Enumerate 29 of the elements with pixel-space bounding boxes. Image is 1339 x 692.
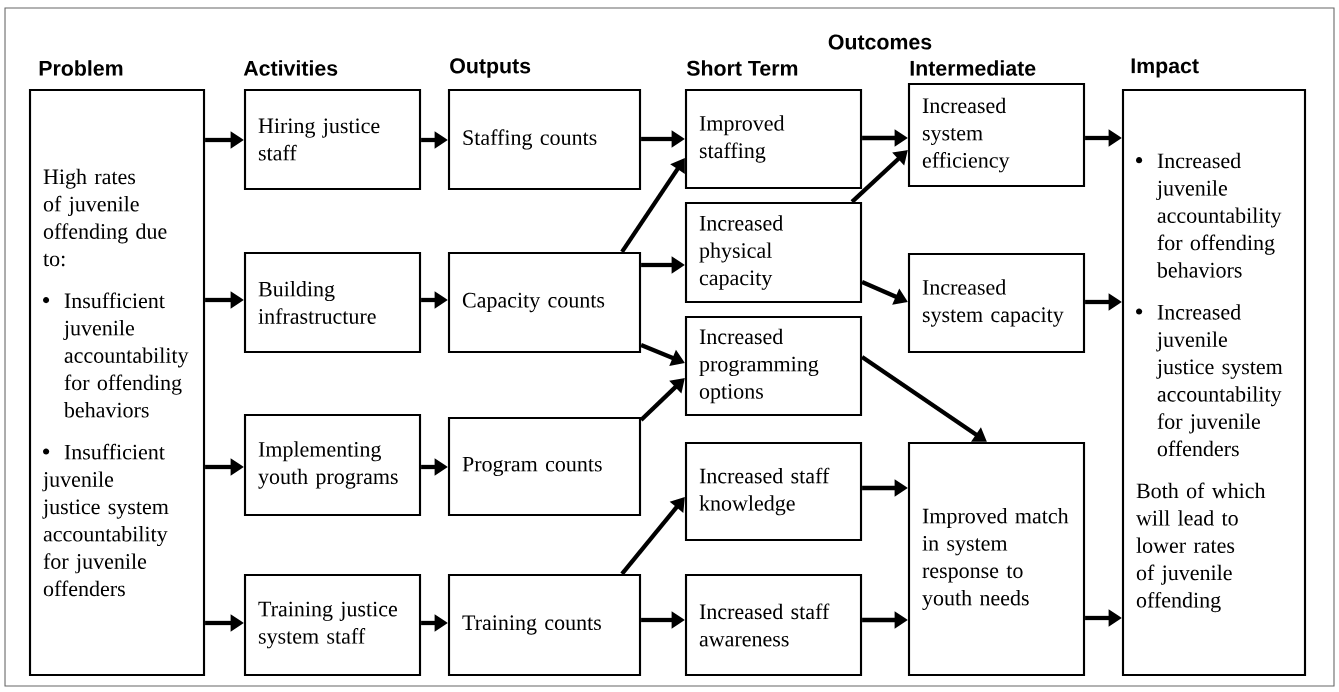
text-box: Increased system capacity — [907, 252, 1086, 354]
text-box: Training justice system staff — [243, 573, 422, 677]
text-box: Program counts — [447, 416, 642, 517]
column-heading: Intermediate — [910, 60, 1036, 76]
arrow — [860, 355, 987, 442]
arrow — [620, 497, 685, 576]
text-box: Staffing counts — [447, 88, 642, 191]
text-box: High rates of juvenile offending due to: Insufficient juvenile accountability for offending behaviors Insufficient juvenile justice system accountability for juvenile offenders — [28, 88, 206, 677]
text-box: Building infrastructure — [243, 251, 422, 354]
text-box: Hiring justice staff — [243, 88, 422, 191]
text-box: Training counts — [447, 573, 642, 677]
text-box: Increased programming options — [684, 315, 863, 417]
text-box: Improved match in system response to youth needs — [907, 441, 1086, 677]
text-box: Improved staffing — [684, 88, 863, 190]
text-box: Increased physical capacity — [684, 201, 863, 304]
arrow — [620, 158, 685, 254]
text-box: Capacity counts — [447, 251, 642, 354]
column-heading: Outcomes — [828, 34, 932, 50]
column-heading: Outputs — [450, 58, 531, 78]
text-box: Increased system efficiency — [907, 82, 1086, 188]
text-box: Increased staff awareness — [684, 573, 863, 677]
text-box: Implementing youth programs — [243, 413, 422, 517]
arrow — [639, 378, 685, 422]
text-box: Increased staff knowledge — [684, 441, 863, 542]
column-heading: Short Term — [686, 60, 798, 76]
text-box: Increased juvenile accountability for offending behaviors Increased juvenile justice system accountability for juvenile offenders Both of which will lead to lower rates of juvenile offending — [1121, 88, 1307, 677]
column-heading: Impact — [1131, 58, 1199, 78]
arrow — [850, 150, 908, 204]
column-heading: Activities — [243, 60, 338, 76]
